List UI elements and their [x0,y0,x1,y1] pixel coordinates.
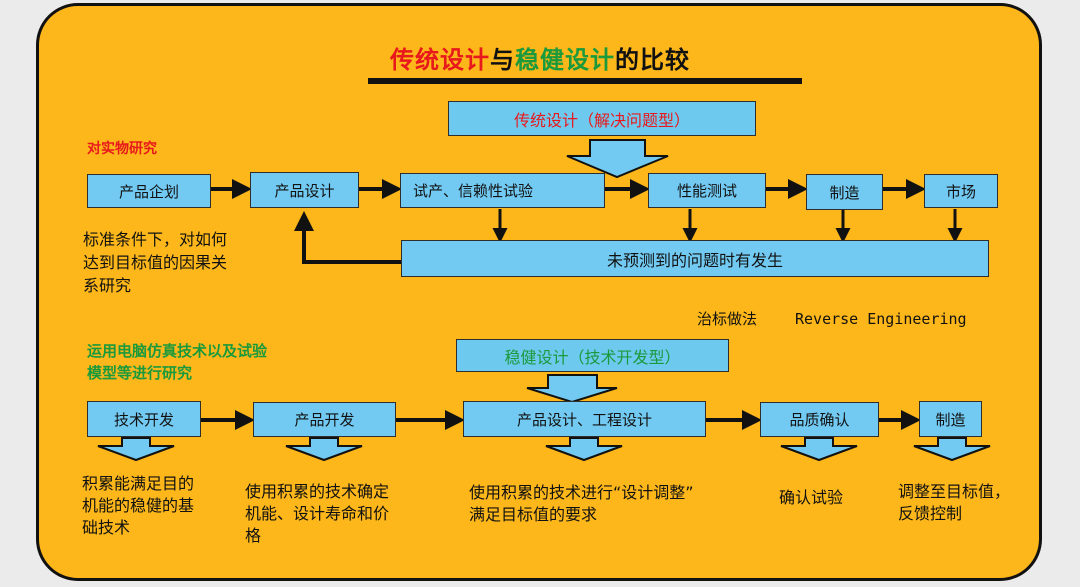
block-arrow-top-header [566,139,669,179]
top-box-product-design: 产品设计 [250,172,359,208]
top-box-product-planning: 产品企划 [87,174,211,208]
bottom-box-manufacturing: 制造 [919,401,982,437]
top-box-trial-reliability: 试产、信赖性试验 [400,173,605,208]
top-box-market-label: 市场 [945,182,976,201]
bottom-note-4: 确认试验 [779,487,843,509]
bottom-note-5: 调整至目标值， 反馈控制 [898,481,1010,525]
bottom-box-product-engineering-design-label: 产品设计、工程设计 [516,410,652,429]
block-arrow-bottom-header [526,374,618,404]
bottom-side-label-line: 模型等进行研究 [87,364,193,382]
bottom-box-product-engineering-design: 产品设计、工程设计 [463,401,706,437]
bottom-note-5-line: 反馈控制 [898,504,963,523]
bottom-side-label-line: 运用电脑仿真技术以及试验 [87,342,268,360]
bottom-note-3-line: 满足目标值的要求 [469,505,598,524]
top-box-manufacturing: 制造 [806,174,883,210]
top-box-product-planning-label: 产品企划 [118,182,179,201]
bottom-note-1-line: 积累能满足目的 [82,474,195,493]
title-robust: 稳健设计 [515,46,615,74]
unexpected-issues-label: 未预测到的问题时有发生 [606,250,783,270]
block-arrow-b5 [913,437,991,462]
top-box-performance-test: 性能测试 [648,173,766,208]
bottom-note-5-line: 调整至目标值， [898,482,1011,501]
bottom-box-quality-confirmation: 品质确认 [760,402,879,437]
remark-chinese: 治标做法 [697,310,758,328]
top-box-product-design-label: 产品设计 [274,181,335,200]
top-note: 标准条件下，对如何 达到目标值的因果关 系研究 [83,228,227,297]
diagram-panel [36,3,1042,581]
bottom-note-1-line: 础技术 [82,518,131,537]
bottom-note-2: 使用积累的技术确定 机能、设计寿命和价 格 [245,481,389,547]
top-box-performance-test-label: 性能测试 [676,182,737,200]
bottom-box-tech-development: 技术开发 [87,401,201,437]
bottom-box-quality-confirmation-label: 品质确认 [789,411,850,429]
unexpected-issues-bar: 未预测到的问题时有发生 [401,240,989,277]
block-arrow-b1 [97,437,175,462]
top-note-line: 标准条件下，对如何 [83,230,228,249]
bottom-note-1: 积累能满足目的 机能的稳健的基 础技术 [82,473,194,539]
feedback-arrow [294,211,401,264]
title-traditional: 传统设计 [390,46,490,74]
title-and: 与 [490,46,515,74]
top-box-trial-reliability-label: 试产、信赖性试验 [413,182,534,200]
bottom-note-2-line: 格 [245,526,262,545]
bottom-side-label: 运用电脑仿真技术以及试验 模型等进行研究 [87,340,267,384]
traditional-design-header-label: 传统设计（解决问题型） [513,110,690,130]
bottom-note-2-line: 机能、设计寿命和价 [245,504,390,523]
bottom-note-2-line: 使用积累的技术确定 [245,482,390,501]
bottom-box-product-development: 产品开发 [253,402,396,437]
top-note-line: 系研究 [83,276,132,295]
traditional-design-header: 传统设计（解决问题型） [448,101,756,136]
bottom-note-4-line: 确认试验 [779,488,844,507]
top-note-line: 达到目标值的因果关 [83,253,228,272]
page-title: 传统设计与稳健设计的比较 [0,40,1080,75]
block-arrow-b4 [780,437,858,462]
robust-design-header: 稳健设计（技术开发型） [456,339,729,372]
bottom-note-1-line: 机能的稳健的基 [82,496,195,515]
bottom-box-product-development-label: 产品开发 [294,411,355,429]
top-box-manufacturing-label: 制造 [829,183,860,202]
block-arrow-b2 [285,437,363,462]
title-compare: 的比较 [615,46,690,74]
robust-design-header-label: 稳健设计（技术开发型） [504,347,681,367]
block-arrow-b3 [545,437,623,462]
bottom-box-manufacturing-label: 制造 [935,410,966,429]
top-side-label: 对实物研究 [87,141,157,157]
bottom-note-3: 使用积累的技术进行“设计调整” 满足目标值的要求 [469,482,694,526]
bottom-note-3-line: 使用积累的技术进行“设计调整” [469,483,694,502]
remark-english: Reverse Engineering [795,310,967,328]
bottom-box-tech-development-label: 技术开发 [113,410,174,429]
title-underline [368,78,802,84]
top-box-market: 市场 [924,174,998,208]
